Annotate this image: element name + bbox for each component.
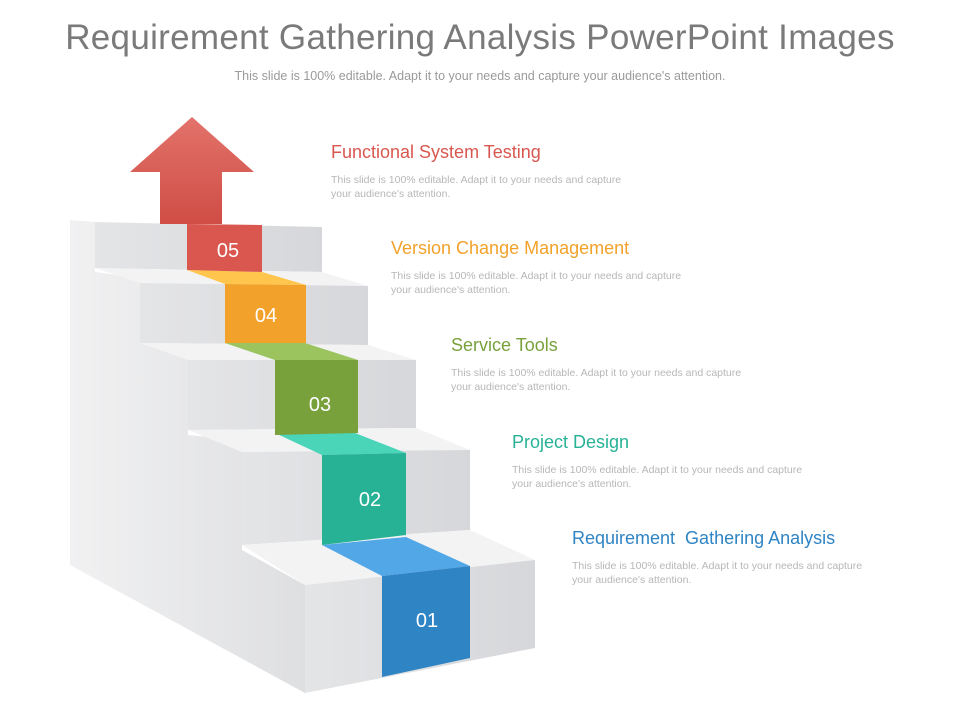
slide-title: Requirement Gathering Analysis PowerPoin… bbox=[65, 18, 895, 57]
step-band-01-top bbox=[322, 537, 470, 576]
up-arrow-icon bbox=[130, 117, 254, 224]
step-band-02: 02 bbox=[275, 431, 406, 545]
step-number-03: 03 bbox=[309, 394, 331, 416]
step-band-05: 05 bbox=[187, 224, 262, 272]
step-1-heading: Requirement Gathering Analysis bbox=[572, 528, 836, 548]
step-3-heading: Service Tools bbox=[451, 335, 558, 355]
slide-subtitle: This slide is 100% editable. Adapt it to… bbox=[234, 69, 726, 83]
step-band-04-top bbox=[187, 270, 306, 285]
step-number-05: 05 bbox=[217, 240, 239, 262]
step-number-04: 04 bbox=[255, 305, 277, 327]
step-4-description: This slide is 100% editable. Adapt it to… bbox=[391, 270, 682, 296]
step-band-01-front bbox=[382, 566, 470, 677]
step-number-02: 02 bbox=[359, 489, 381, 511]
step-band-03: 03 bbox=[225, 343, 358, 435]
step-4-text: Version Change Management This slide is … bbox=[391, 238, 691, 297]
step-3-description: This slide is 100% editable. Adapt it to… bbox=[451, 367, 742, 393]
step-4-heading: Version Change Management bbox=[391, 238, 630, 258]
step-3-text: Service Tools This slide is 100% editabl… bbox=[451, 335, 751, 394]
step-5-description: This slide is 100% editable. Adapt it to… bbox=[331, 174, 622, 200]
step-1-text: Requirement Gathering Analysis This slid… bbox=[572, 528, 872, 587]
step-band-01: 01 bbox=[322, 537, 470, 677]
step-band-03-front bbox=[275, 360, 358, 435]
step-1-description: This slide is 100% editable. Adapt it to… bbox=[572, 560, 863, 586]
step-5-text: Functional System Testing This slide is … bbox=[331, 142, 631, 201]
step-band-02-front bbox=[322, 453, 406, 545]
step-5-heading: Functional System Testing bbox=[331, 142, 541, 162]
step-2-description: This slide is 100% editable. Adapt it to… bbox=[512, 464, 803, 490]
step-band-04: 04 bbox=[187, 270, 306, 343]
step-2-heading: Project Design bbox=[512, 432, 630, 452]
step-band-04-front bbox=[225, 284, 306, 343]
step-band-03-top bbox=[225, 343, 358, 360]
step-2-text: Project Design This slide is 100% editab… bbox=[512, 432, 812, 491]
step-band-05-front bbox=[187, 224, 262, 272]
step-number-01: 01 bbox=[416, 610, 438, 632]
staircase-side-wall bbox=[70, 220, 305, 693]
step-band-02-top bbox=[275, 431, 406, 455]
